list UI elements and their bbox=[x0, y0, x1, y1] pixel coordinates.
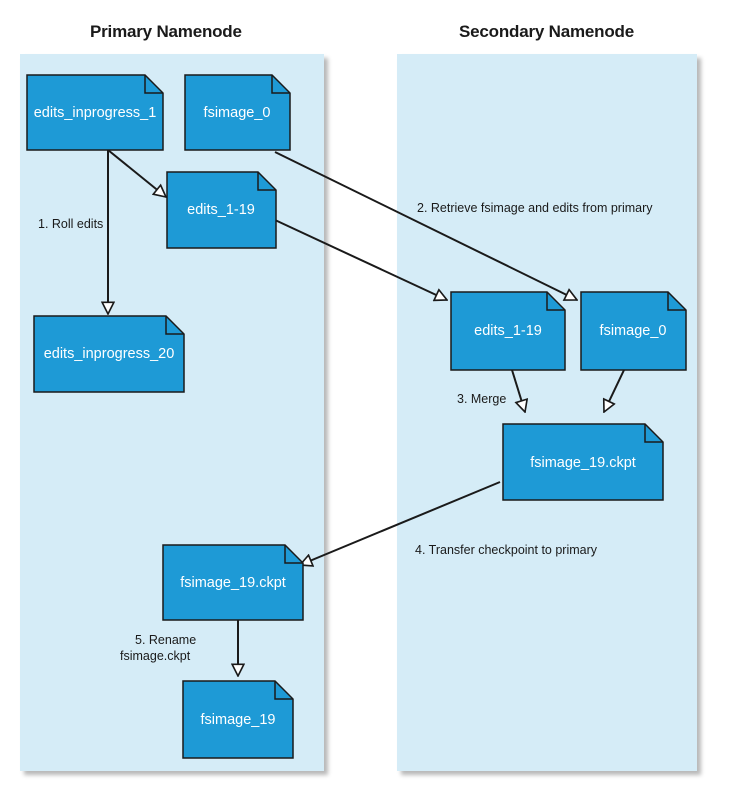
document-primary-edits-1-19: edits_1-19 bbox=[166, 171, 277, 249]
document-secondary-fsimage-0: fsimage_0 bbox=[580, 291, 687, 371]
step-1-roll-edits-label: 1. Roll edits bbox=[38, 217, 103, 231]
merge-fsimage-arrow bbox=[604, 369, 625, 412]
document-secondary-edits-1-19: edits_1-19 bbox=[450, 291, 566, 371]
primary-fsimage-19-label: fsimage_19 bbox=[201, 712, 276, 728]
secondary-namenode-heading: Secondary Namenode bbox=[459, 22, 634, 41]
secondary-fsimage-19-ckpt-label: fsimage_19.ckpt bbox=[530, 455, 636, 471]
arrows bbox=[107, 149, 625, 676]
step-5-rename-label-line2: fsimage.ckpt bbox=[120, 649, 191, 663]
retrieve-edits-arrow bbox=[274, 219, 447, 300]
primary-fsimage-19-ckpt-label: fsimage_19.ckpt bbox=[180, 575, 286, 591]
retrieve-fsimage-arrow bbox=[274, 151, 577, 300]
document-edits-inprogress-1: edits_inprogress_1 bbox=[26, 74, 164, 151]
transfer-checkpoint-arrow bbox=[300, 481, 501, 565]
document-secondary-fsimage-19-ckpt: fsimage_19.ckpt bbox=[502, 423, 664, 501]
document-edits-inprogress-20: edits_inprogress_20 bbox=[33, 315, 185, 393]
step-3-merge-label: 3. Merge bbox=[457, 392, 506, 406]
step-5-rename-label-line1: 5. Rename bbox=[135, 633, 196, 647]
edits-inprogress-1-label: edits_inprogress_1 bbox=[34, 105, 157, 121]
document-primary-fsimage-0: fsimage_0 bbox=[184, 74, 291, 151]
step-2-retrieve-label: 2. Retrieve fsimage and edits from prima… bbox=[417, 201, 653, 215]
secondary-namenode-panel bbox=[397, 54, 697, 771]
merge-edits-arrow bbox=[511, 369, 525, 412]
roll-edits-arrow-to-edits-1-19 bbox=[107, 149, 166, 197]
edits-inprogress-20-label: edits_inprogress_20 bbox=[44, 346, 175, 362]
primary-namenode-heading: Primary Namenode bbox=[90, 22, 242, 41]
secondary-fsimage-0-label: fsimage_0 bbox=[600, 323, 667, 339]
secondary-edits-1-19-label: edits_1-19 bbox=[474, 323, 542, 339]
document-primary-fsimage-19-ckpt: fsimage_19.ckpt bbox=[162, 544, 304, 621]
step-4-transfer-label: 4. Transfer checkpoint to primary bbox=[415, 543, 598, 557]
primary-edits-1-19-label: edits_1-19 bbox=[187, 202, 255, 218]
document-primary-fsimage-19: fsimage_19 bbox=[182, 680, 294, 759]
primary-fsimage-0-label: fsimage_0 bbox=[204, 105, 271, 121]
